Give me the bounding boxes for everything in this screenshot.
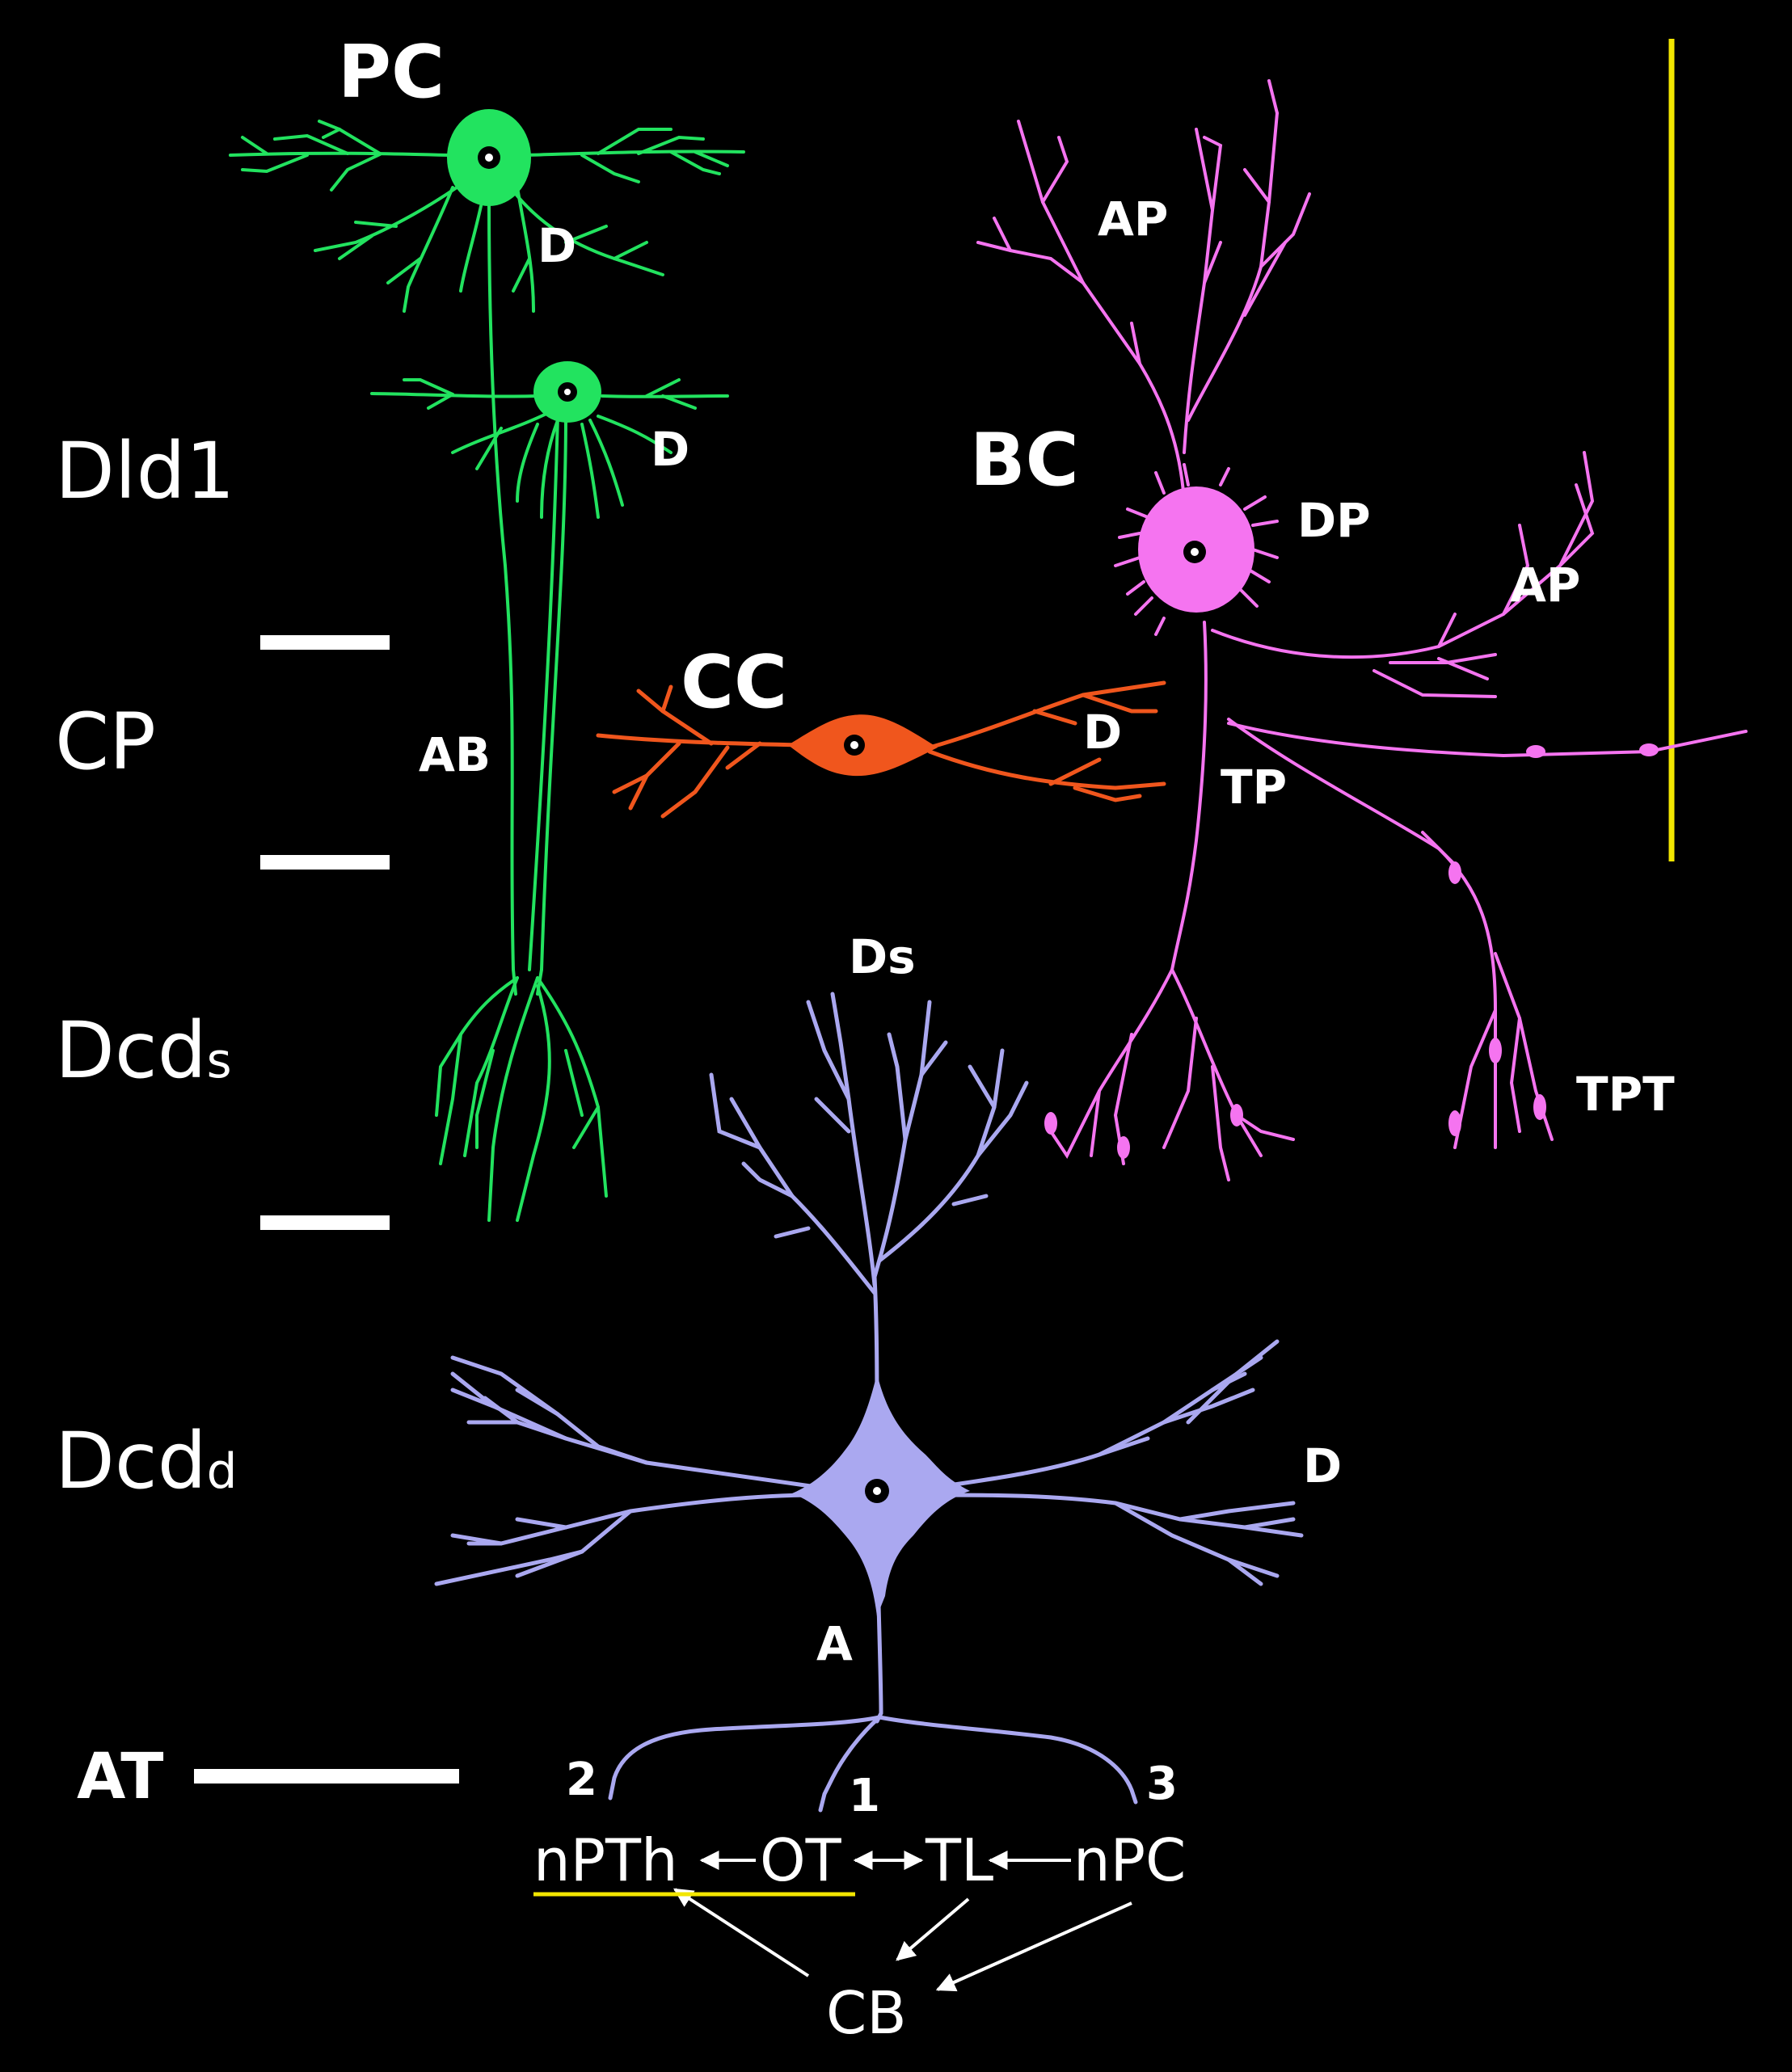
cc-neuron bbox=[596, 680, 1166, 819]
pathway-npc: nPC bbox=[1073, 1826, 1187, 1894]
pathway-npth: nPTh bbox=[533, 1826, 678, 1894]
part-label-ds: Ds bbox=[849, 929, 916, 984]
pathway-tl: TL bbox=[926, 1826, 994, 1894]
cell-label-pc: PC bbox=[338, 30, 445, 115]
branch-number-2: 2 bbox=[566, 1754, 597, 1806]
part-label-ap-top: AP bbox=[1098, 192, 1169, 246]
cell-label-bc: BC bbox=[970, 418, 1079, 503]
part-label-dcdd-d: D bbox=[1303, 1438, 1343, 1493]
layer-label-dcdd-sub: d bbox=[206, 1444, 238, 1500]
part-label-pc-d1: D bbox=[538, 218, 577, 273]
bc-soma bbox=[1044, 486, 1659, 1159]
arrow-npc-to-cb bbox=[935, 1901, 1132, 1992]
dcdd-neuron bbox=[434, 992, 1304, 1813]
layer-label-dld1: Dld1 bbox=[55, 426, 235, 516]
layer-label-dcdd: Dcdd bbox=[55, 1422, 237, 1500]
pathway-cb: CB bbox=[826, 1979, 907, 2047]
part-label-ap-right: AP bbox=[1510, 558, 1581, 613]
layer-label-at: AT bbox=[77, 1741, 164, 1813]
part-label-dp: DP bbox=[1297, 493, 1371, 548]
layer-label-cp: CP bbox=[55, 697, 156, 787]
layer-label-dcds-main: Dcd bbox=[55, 1005, 207, 1096]
branch-number-1: 1 bbox=[849, 1770, 880, 1822]
pathway-ot: OT bbox=[760, 1826, 841, 1894]
part-label-tp: TP bbox=[1221, 760, 1288, 815]
pc-somas bbox=[447, 109, 601, 423]
part-label-pc-d2: D bbox=[651, 422, 690, 477]
part-label-cc-d: D bbox=[1083, 705, 1123, 760]
part-label-ab: AB bbox=[419, 727, 491, 782]
pc-neurons bbox=[229, 120, 745, 1222]
layer-label-dcdd-main: Dcd bbox=[55, 1416, 207, 1506]
branch-number-3: 3 bbox=[1146, 1758, 1178, 1810]
part-label-tpt: TPT bbox=[1576, 1067, 1675, 1122]
layer-label-dcds: Dcds bbox=[55, 1012, 232, 1089]
cc-soma bbox=[788, 714, 938, 777]
pathway-arrows bbox=[673, 1851, 1132, 1992]
part-label-axon: A bbox=[816, 1616, 853, 1671]
layer-label-dcds-sub: s bbox=[206, 1034, 232, 1089]
arrow-cb-to-npth bbox=[673, 1888, 810, 1977]
dcdd-soma bbox=[792, 1374, 970, 1616]
cell-label-cc: CC bbox=[681, 640, 788, 725]
arrow-tl-to-cb bbox=[896, 1897, 970, 1961]
layer-boundaries bbox=[194, 635, 459, 1784]
